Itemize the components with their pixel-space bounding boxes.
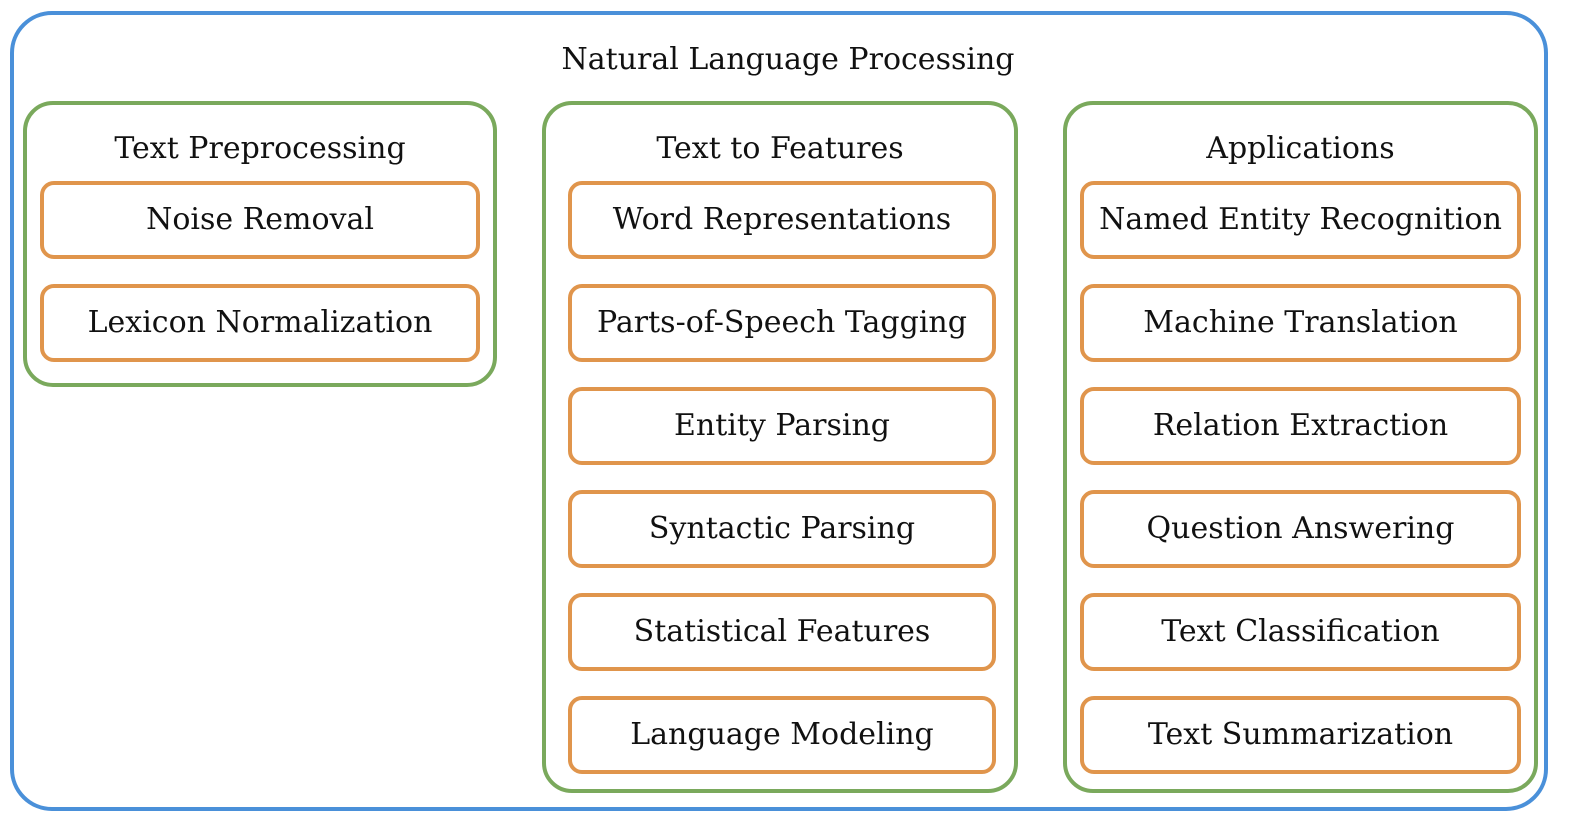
item-text-summarization: Text Summarization (1080, 696, 1521, 774)
group-title-applications: Applications (1206, 131, 1395, 166)
group-applications: Applications (1063, 101, 1538, 793)
item-named-entity-recognition: Named Entity Recognition (1080, 181, 1521, 259)
group-title-text-to-features: Text to Features (656, 131, 904, 166)
item-relation-extraction: Relation Extraction (1080, 387, 1521, 465)
item-lexicon-normalization: Lexicon Normalization (40, 284, 480, 362)
group-text-to-features: Text to Features (542, 101, 1018, 793)
item-machine-translation: Machine Translation (1080, 284, 1521, 362)
item-text-classification: Text Classification (1080, 593, 1521, 671)
diagram-title: Natural Language Processing (561, 42, 1015, 77)
item-noise-removal: Noise Removal (40, 181, 480, 259)
item-syntactic-parsing: Syntactic Parsing (568, 490, 996, 568)
item-statistical-features: Statistical Features (568, 593, 996, 671)
group-title-text-preprocessing: Text Preprocessing (114, 131, 406, 166)
nlp-container (10, 11, 1548, 811)
group-text-preprocessing: Text Preprocessing (23, 101, 497, 387)
item-parts-of-speech-tagging: Parts-of-Speech Tagging (568, 284, 996, 362)
item-word-representations: Word Representations (568, 181, 996, 259)
item-question-answering: Question Answering (1080, 490, 1521, 568)
item-entity-parsing: Entity Parsing (568, 387, 996, 465)
item-language-modeling: Language Modeling (568, 696, 996, 774)
